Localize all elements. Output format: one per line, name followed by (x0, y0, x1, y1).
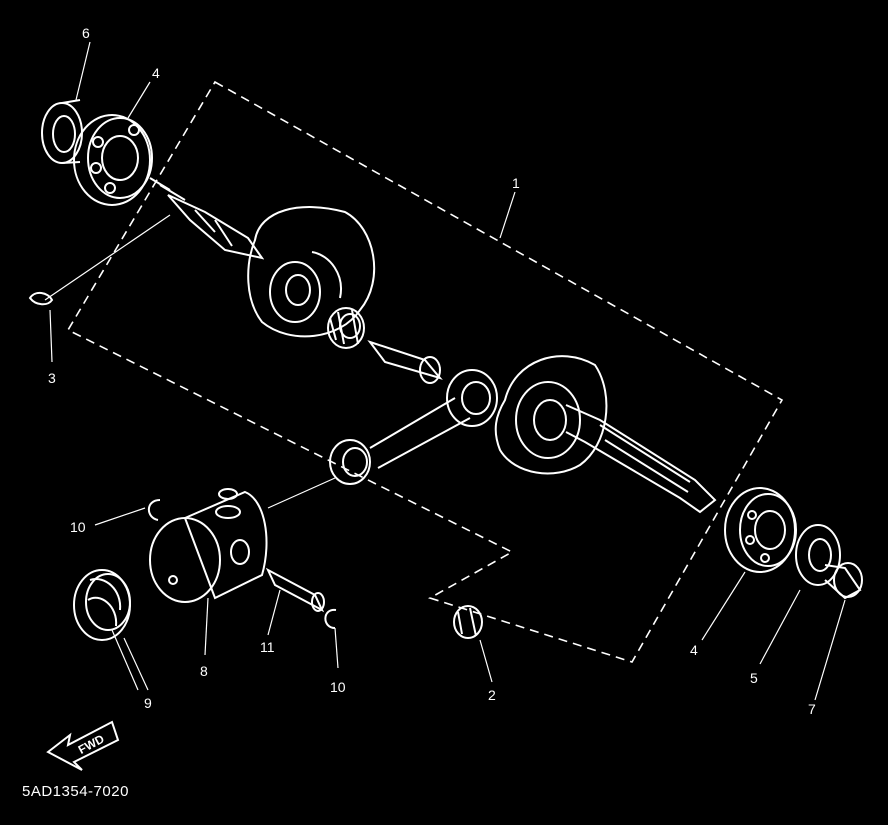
small-bearing-part (453, 605, 483, 639)
leader-lines (44, 41, 846, 701)
piston-part (149, 488, 268, 603)
callout-5: 5 (750, 670, 758, 686)
oil-seal-part (41, 99, 83, 164)
circlip-left-part (147, 499, 161, 521)
left-crank-half-part (149, 177, 376, 338)
needle-bearing-part (327, 307, 365, 349)
callout-1: 1 (512, 175, 520, 191)
forward-direction-arrow-icon (46, 720, 120, 771)
right-bearing-part (724, 487, 797, 573)
callout-10-right: 10 (330, 679, 346, 695)
callout-10-left: 10 (70, 519, 86, 535)
woodruff-key-part (28, 292, 54, 306)
piston-rings-part (73, 569, 131, 641)
callout-7: 7 (808, 701, 816, 717)
callout-4-right: 4 (690, 642, 698, 658)
callout-8: 8 (200, 663, 208, 679)
right-oil-seal-part (795, 524, 841, 586)
part-code-label: 5AD1354-7020 (22, 783, 129, 800)
callout-9: 9 (144, 695, 152, 711)
callout-11: 11 (260, 639, 275, 655)
left-bearing-part (73, 114, 153, 206)
crank-pin-part (367, 340, 443, 384)
callout-4-left: 4 (152, 65, 160, 81)
callout-labels: 1 2 3 4 4 5 6 7 8 9 10 10 11 (48, 25, 816, 717)
callout-2: 2 (488, 687, 496, 703)
callout-6: 6 (82, 25, 90, 41)
callout-3: 3 (48, 370, 56, 386)
circlip-right-part (324, 608, 337, 629)
piston-pin-part (265, 567, 325, 613)
connecting-rod-part (329, 369, 498, 485)
right-crank-half-part (494, 355, 717, 514)
collar-part (824, 562, 863, 600)
crankshaft-assembly-boundary (66, 80, 784, 663)
